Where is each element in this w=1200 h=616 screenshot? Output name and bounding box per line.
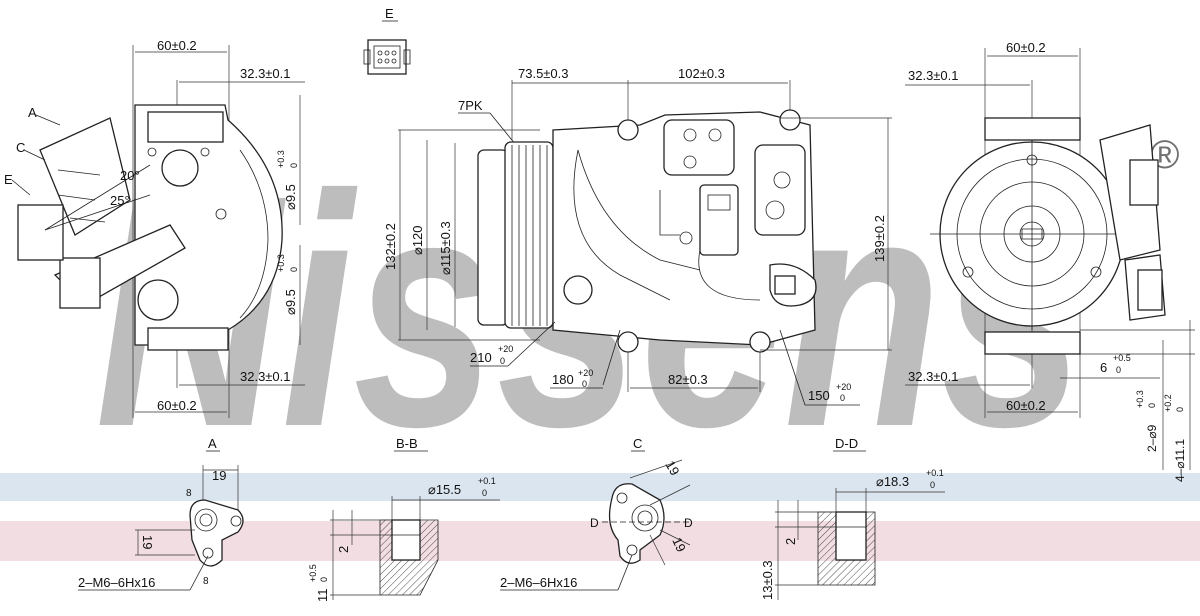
- dim-102: 102±0.3: [678, 66, 725, 81]
- callout-7pk: 7PK: [458, 98, 483, 113]
- detail-dd-dia: ⌀18.3: [876, 474, 909, 489]
- dim-angle-25: 25°: [110, 193, 130, 208]
- detail-c-d-right: D: [684, 516, 693, 530]
- dim-150-tol: +20: [836, 382, 851, 392]
- detail-a-dim8a: 8: [186, 488, 192, 499]
- dim-bore-top: ⌀9.5: [283, 184, 298, 210]
- detail-a-thread: 2–M6–6Hx16: [78, 575, 155, 590]
- middle-view: 73.5±0.3 102±0.3 7PK 132±0.2 ⌀120 ⌀115±0…: [383, 66, 892, 406]
- dim-right-32-top: 32.3±0.1: [908, 68, 959, 83]
- detail-bb-dim2: 2: [336, 546, 351, 553]
- callout-c: C: [16, 140, 25, 155]
- dim-left-bot-32: 32.3±0.1: [240, 369, 291, 384]
- dim-210-tol2: 0: [500, 356, 505, 366]
- detail-dd-dia-tol2: 0: [930, 480, 935, 490]
- detail-c-dim19b: 19: [669, 535, 689, 554]
- detail-dd-dia-tol: +0.1: [926, 468, 944, 478]
- left-view: 60±0.2 32.3±0.1 32.3±0.1 60±0.2 20° 25° …: [4, 38, 305, 418]
- dim-holes-9-tol: +0.3: [1135, 390, 1145, 408]
- dim-bore-top-tol2: 0: [289, 163, 299, 168]
- connector-e: E: [363, 6, 411, 75]
- dim-holes-9: 2–⌀9: [1145, 424, 1159, 452]
- dim-holes-11-tol2: 0: [1175, 407, 1185, 412]
- detail-c-thread: 2–M6–6Hx16: [500, 575, 577, 590]
- detail-dd: D-D ⌀18.3 +0.1 0 2 13±0.3: [760, 436, 945, 600]
- dim-left-top-60: 60±0.2: [157, 38, 197, 53]
- label-c: C: [633, 436, 642, 451]
- dim-bore-bot: ⌀9.5: [283, 289, 298, 315]
- dim-right-6-tol: +0.5: [1113, 353, 1131, 363]
- dim-right-60-top: 60±0.2: [1006, 40, 1046, 55]
- label-dd: D-D: [835, 436, 858, 451]
- detail-a-dim8b: 8: [203, 576, 209, 587]
- callout-a: A: [28, 105, 37, 120]
- dim-180-tol2: 0: [582, 379, 587, 389]
- right-view: 60±0.2 32.3±0.1 32.3±0.1 60±0.2 6 +0.5 0…: [905, 40, 1195, 482]
- dim-180-tol: +20: [578, 368, 593, 378]
- dim-bore-top-tol: +0.3: [276, 150, 286, 168]
- detail-c-d-left: D: [590, 516, 599, 530]
- label-a: A: [208, 436, 217, 451]
- blue-band: [0, 473, 1200, 501]
- dim-right-6-tol2: 0: [1116, 365, 1121, 375]
- dim-73-5: 73.5±0.3: [518, 66, 569, 81]
- detail-bb-dia-tol2: 0: [482, 488, 487, 498]
- dim-angle-20: 20°: [120, 168, 140, 183]
- dim-210: 210: [470, 350, 492, 365]
- dim-132: 132±0.2: [383, 223, 398, 270]
- detail-bb-dim11-tol2: 0: [319, 577, 329, 582]
- detail-bb: B-B ⌀15.5 +0.1 0 2 11 +0.5 0: [308, 436, 500, 602]
- dim-82: 82±0.3: [668, 372, 708, 387]
- dim-150-tol2: 0: [840, 393, 845, 403]
- callout-e: E: [4, 172, 13, 187]
- dim-139: 139±0.2: [872, 215, 887, 262]
- dim-right-6: 6: [1100, 360, 1107, 375]
- detail-bb-dia: ⌀15.5: [428, 482, 461, 497]
- detail-c: C D D 19 19 2–M6–6Hx16: [500, 436, 693, 591]
- dim-115: ⌀115±0.3: [438, 221, 453, 275]
- dim-holes-9-tol2: 0: [1147, 403, 1157, 408]
- dim-210-tol: +20: [498, 344, 513, 354]
- detail-bb-dim11-tol: +0.5: [308, 564, 318, 582]
- detail-dd-dim2: 2: [783, 538, 798, 545]
- label-e: E: [385, 6, 394, 21]
- dim-bore-bot-tol: +0.3: [276, 254, 286, 272]
- detail-c-dim19a: 19: [662, 458, 682, 478]
- dim-bore-bot-tol2: 0: [289, 267, 299, 272]
- label-bb: B-B: [396, 436, 418, 451]
- dim-holes-11: 4–⌀11.1: [1173, 439, 1187, 482]
- dim-right-60-bot: 60±0.2: [1006, 398, 1046, 413]
- detail-a-dim19b: 19: [140, 535, 155, 549]
- dim-150: 150: [808, 388, 830, 403]
- dim-left-bot-60: 60±0.2: [157, 398, 197, 413]
- detail-bb-dim11: 11: [315, 589, 330, 603]
- dim-left-top-32: 32.3±0.1: [240, 66, 291, 81]
- dim-right-32-bot: 32.3±0.1: [908, 369, 959, 384]
- detail-a-dim19: 19: [212, 468, 226, 483]
- dim-holes-11-tol: +0.2: [1163, 394, 1173, 412]
- dim-120: ⌀120: [410, 225, 425, 255]
- detail-a: A 19 8 8 19 2–M6–6Hx16: [78, 436, 244, 591]
- detail-dd-dim13: 13±0.3: [760, 560, 775, 600]
- dim-180: 180: [552, 372, 574, 387]
- detail-bb-dia-tol: +0.1: [478, 476, 496, 486]
